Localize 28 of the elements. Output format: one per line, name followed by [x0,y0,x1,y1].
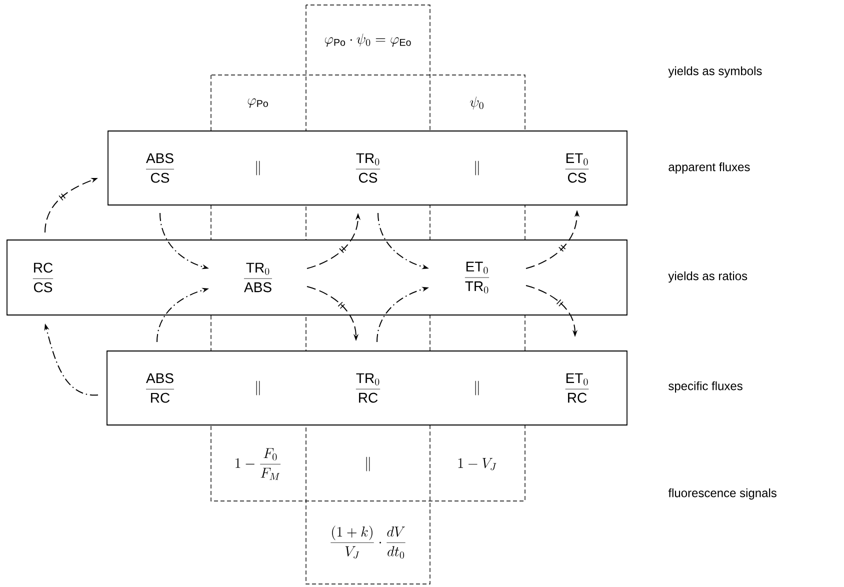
fraction: $\frac{\mathrm{TR}_0}{\mathrm{CS}}$ [356,153,380,183]
fraction: $\frac{\mathrm{TR}_0}{\mathrm{RC}}$ [356,373,380,403]
formula: $1-V_J$ [458,458,496,470]
row-box [108,130,628,206]
formula: $1-\frac{F_0}{F_M}$ [236,448,281,480]
row-box [6,240,628,316]
fraction: $\frac{\mathrm{ABS}}{\mathrm{RC}}$ [146,373,174,403]
row-label: yields as symbols [668,66,762,78]
equals-sign: $\parallel$ [475,160,479,176]
fraction: $\frac{\mathrm{ET}_0}{\mathrm{RC}}$ [565,373,589,403]
equals-sign: $\parallel$ [256,380,260,396]
formula: $\varphi_{\mathrm{Po}}\cdot\psi_0=\varphi_{\mathrm{Eo}}$ [324,34,411,47]
fraction: $\frac{\mathrm{ABS}}{\mathrm{CS}}$ [146,153,174,183]
equals-sign: $\parallel$ [256,160,260,176]
fraction: $\frac{\mathrm{TR}_0}{\mathrm{ABS}}$ [244,262,272,292]
row-label: specific fluxes [668,381,742,393]
formula: $\psi_0$ [470,96,484,110]
fraction: $\frac{\mathrm{RC}}{\mathrm{CS}}$ [32,262,54,292]
row-box [106,350,628,426]
equals-sign: $\parallel$ [475,380,479,396]
formula: $\varphi_{\mathrm{Po}}$ [248,98,268,108]
row-label: apparent fluxes [668,162,750,174]
row-label: yields as ratios [668,271,748,283]
formula: $\parallel$ [366,456,370,472]
row-label: fluorescence signals [668,488,776,500]
fraction: $\frac{\mathrm{ET}_0}{\mathrm{TR}_0}$ [464,262,490,294]
formula: $\frac{(1+k)}{V_J}\cdot\frac{dV}{dt_0}$ [330,526,406,559]
fraction: $\frac{\mathrm{ET}_0}{\mathrm{CS}}$ [565,153,589,183]
